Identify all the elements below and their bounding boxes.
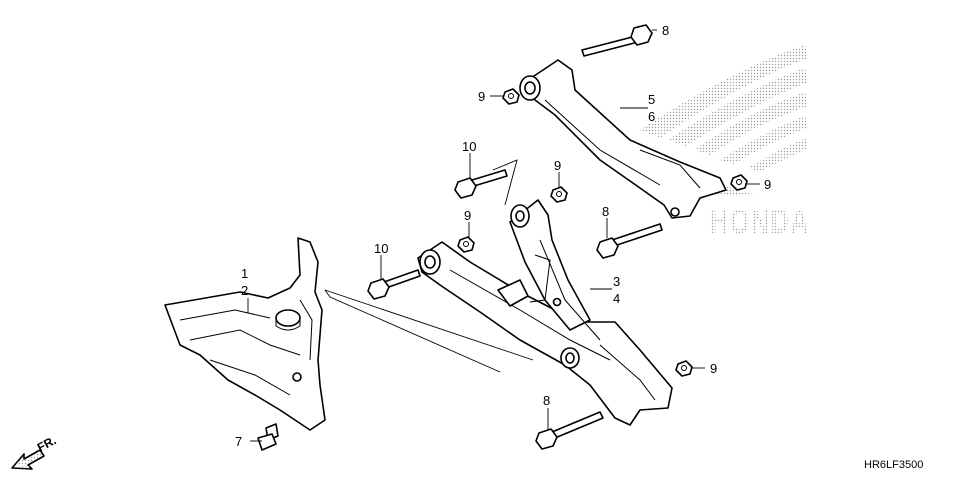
callout-9-right: 9 <box>764 177 771 192</box>
lower-arm <box>417 199 673 426</box>
callout-3: 3 <box>613 274 620 289</box>
front-direction-arrow: FR. <box>11 433 58 470</box>
nut-9-mid <box>550 186 568 203</box>
callout-5: 5 <box>648 92 655 107</box>
leader-lines <box>247 29 760 442</box>
callout-9-mid: 9 <box>554 158 561 173</box>
bolt-8-right <box>596 223 663 259</box>
callout-4: 4 <box>613 291 620 306</box>
bolt-8-bottom <box>535 411 604 450</box>
callout-8-top: 8 <box>662 23 669 38</box>
callout-1: 1 <box>241 266 248 281</box>
nut-9-right <box>730 174 748 191</box>
diagram-code: HR6LF3500 <box>864 459 923 471</box>
bolt-10-lower <box>367 269 421 300</box>
callout-10-lower: 10 <box>374 241 388 256</box>
callout-8-bottom: 8 <box>543 393 550 408</box>
callouts: 8 9 5 6 10 9 9 8 9 10 1 2 3 4 9 8 7 <box>235 23 771 449</box>
callout-2: 2 <box>241 283 248 298</box>
callout-8-right: 8 <box>602 204 609 219</box>
svg-text:HONDA: HONDA <box>710 203 810 241</box>
callout-7: 7 <box>235 434 242 449</box>
bolt-7 <box>257 423 279 451</box>
nut-9-top <box>502 88 520 105</box>
callout-6: 6 <box>648 109 655 124</box>
upper-arm <box>519 59 727 219</box>
callout-9-bottom: 9 <box>710 361 717 376</box>
callout-9-top: 9 <box>478 89 485 104</box>
nut-9-bottom <box>675 360 693 377</box>
callout-9-left: 9 <box>464 208 471 223</box>
nut-9-left <box>457 236 475 253</box>
bolt-8-top <box>581 24 653 57</box>
bolt-10-upper <box>454 169 508 199</box>
callout-10-upper: 10 <box>462 139 476 154</box>
arm-guard <box>164 237 326 431</box>
